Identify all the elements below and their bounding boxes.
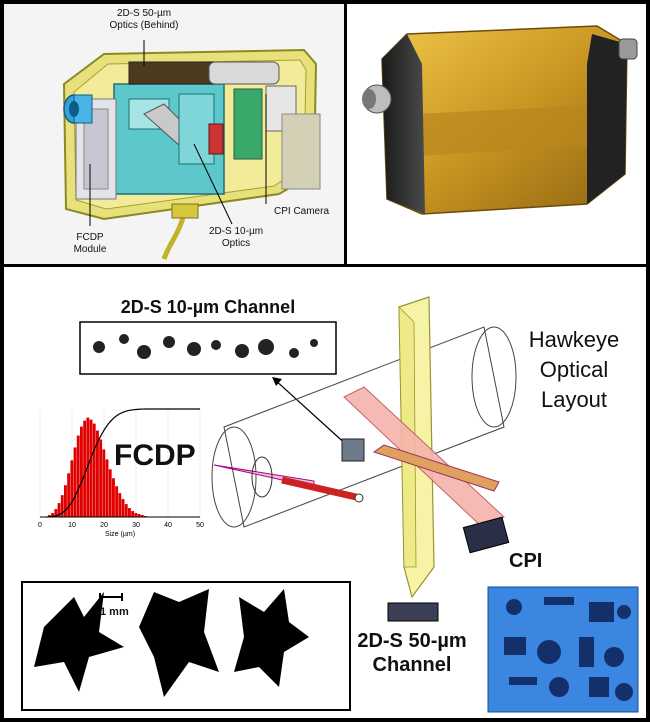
chart-x-tick-label: 40: [164, 522, 172, 529]
hawkeye-title-line3: Layout: [541, 387, 607, 412]
chart-x-tick-label: 50: [196, 522, 204, 529]
chart-bar: [115, 486, 119, 517]
chart-bar: [137, 514, 141, 517]
chart-bar: [124, 504, 128, 517]
chart-bar: [60, 495, 64, 517]
chart-bar: [121, 499, 125, 517]
optics-behind-label-line1: 2D-S 50-µm: [117, 8, 171, 19]
chart-bar: [108, 469, 112, 517]
probe-cutaway-panel: 2D-S 50-µm Optics (Behind) CPI Camera 2D…: [4, 4, 344, 264]
chart-x-axis-label: Size (µm): [105, 531, 135, 538]
fcdp-module-label-line1: FCDP: [76, 232, 104, 243]
chart-bar: [128, 508, 131, 517]
cpi-crystals: [504, 597, 633, 701]
chart-x-tick-label: 10: [68, 522, 76, 529]
chart-bar: [76, 435, 80, 517]
chart-bar: [105, 459, 109, 517]
chart-bar: [118, 493, 122, 517]
cpi-detector: [462, 516, 510, 554]
chart-bar: [70, 460, 74, 517]
chart-x-tick-label: 0: [38, 522, 42, 529]
chart-x-tick-label: 20: [100, 522, 108, 529]
channel-50um-label-line1: 2D-S 50-µm: [357, 630, 466, 652]
detector-10um: [341, 438, 365, 462]
snow-particles: [34, 589, 309, 697]
chart-bar: [64, 485, 67, 517]
fcdp-module-label-line2: Module: [74, 244, 107, 255]
chart-bar: [48, 515, 51, 517]
channel-10um-image-strip: [79, 321, 337, 375]
chart-bar: [80, 426, 83, 517]
chart-bar: [89, 419, 93, 517]
chart-bar: [73, 447, 77, 517]
cpi-camera-label: CPI Camera: [274, 206, 329, 217]
chart-bar: [57, 503, 61, 517]
chart-bar: [99, 439, 103, 517]
cpi-label: CPI: [509, 550, 542, 572]
chart-bar: [54, 509, 58, 517]
chart-bar: [102, 449, 106, 517]
fcdp-title: FCDP: [114, 439, 196, 472]
optics-behind-label-line2: Optics (Behind): [110, 20, 179, 31]
probe-housing-drawing: [362, 25, 638, 215]
hawkeye-title-line1: Hawkeye: [529, 327, 619, 352]
detector-50um: [387, 602, 439, 622]
chart-bar: [83, 420, 87, 517]
channel-50um-label-line2: Channel: [373, 654, 452, 676]
probe-housing-panel: [347, 4, 646, 264]
optics-10um-label-line1: 2D-S 10-µm: [209, 226, 263, 237]
scale-label: 1 mm: [100, 606, 129, 618]
chart-bar: [131, 511, 135, 517]
chart-bar: [140, 515, 144, 517]
chart-x-tick-label: 30: [132, 522, 140, 529]
chart-bar: [92, 423, 96, 517]
chart-bar: [51, 513, 55, 517]
probe-cutaway-drawing: 2D-S 50-µm Optics (Behind) CPI Camera 2D…: [62, 8, 329, 260]
channel-10um-title: 2D-S 10-µm Channel: [121, 297, 295, 317]
chart-bar: [67, 473, 71, 517]
hawkeye-title-line2: Optical: [540, 357, 608, 382]
chart-cumulative-curve: [46, 408, 200, 518]
chart-bar: [112, 478, 115, 517]
channel-10um-particles: [93, 334, 318, 359]
chart-bar: [134, 513, 138, 517]
optics-10um-label-line2: Optics: [222, 238, 250, 249]
chart-bar: [96, 430, 99, 517]
